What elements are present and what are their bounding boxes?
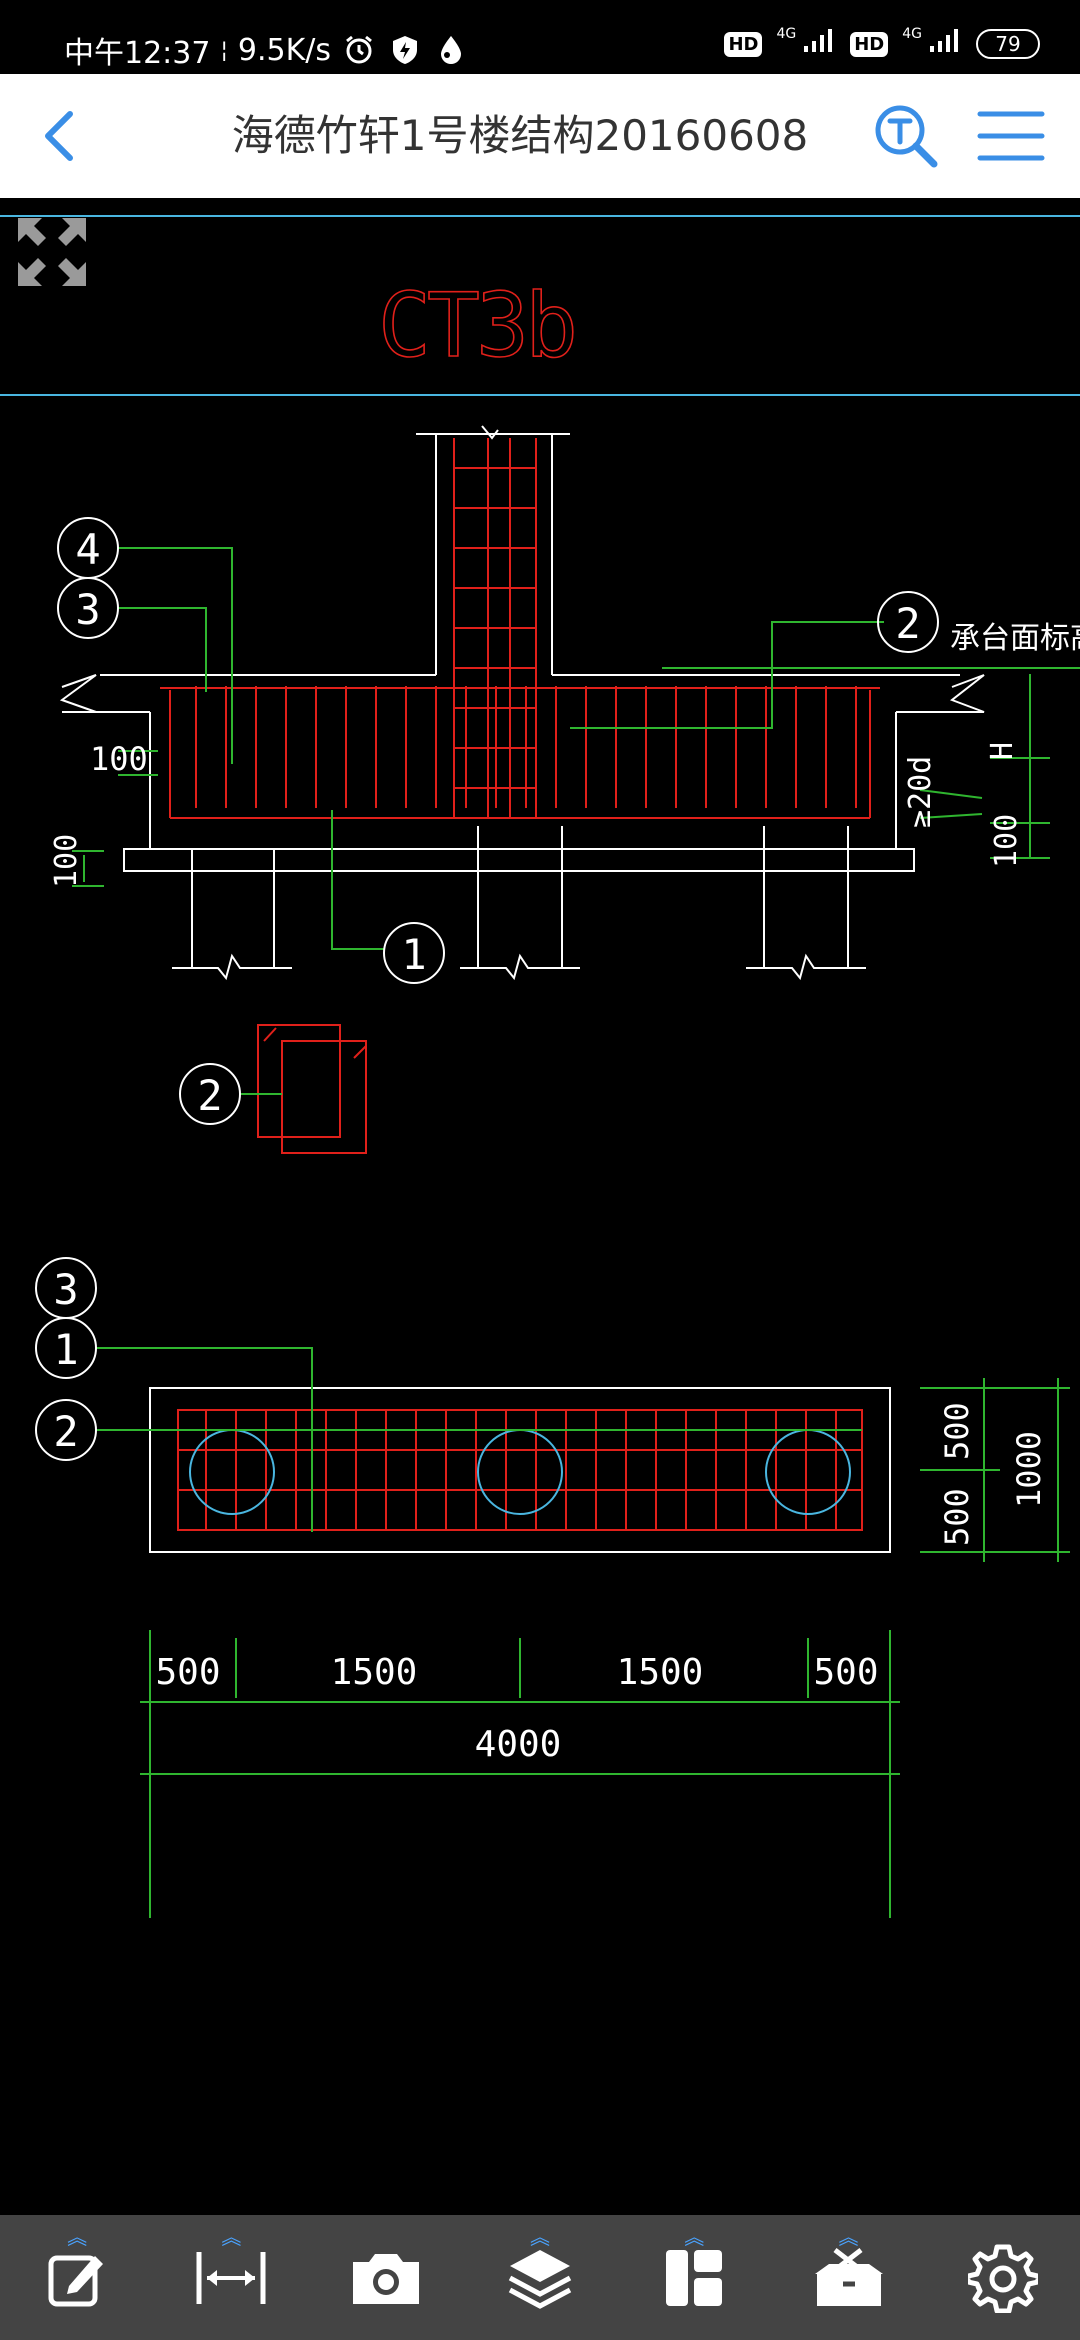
measure-icon <box>196 2251 266 2304</box>
plan-dim-total: 4000 <box>475 1724 562 1765</box>
camera-icon <box>352 2253 419 2304</box>
layers-icon <box>508 2249 572 2309</box>
settings-tool-button[interactable] <box>953 2223 1053 2333</box>
toolbox-icon <box>814 2247 883 2306</box>
callout-3: 3 <box>75 585 100 634</box>
callout-1-section: 1 <box>401 930 426 979</box>
bottom-toolbar: ︽ ︽ ︽ ︽ <box>0 2215 1080 2340</box>
plan-dim-1000: 1000 <box>1010 1431 1048 1508</box>
layout-tool-button[interactable]: ︽ <box>644 2223 744 2333</box>
camera-tool-button[interactable] <box>336 2223 436 2333</box>
status-time: 中午12:37 <box>64 36 211 71</box>
dim-20d: ≥20d <box>903 756 938 828</box>
plan-dim-500-top: 500 <box>938 1402 976 1460</box>
status-separator: ¦ <box>220 37 228 63</box>
signal-icon-2 <box>928 26 962 62</box>
fullscreen-expand-button[interactable] <box>14 214 90 290</box>
page-title: 海德竹轩1号楼结构20160608 <box>231 111 809 160</box>
back-button[interactable] <box>30 104 94 168</box>
menu-button[interactable] <box>976 104 1046 168</box>
callout-2-detail: 2 <box>197 1071 222 1120</box>
cad-drawing[interactable]: CT3b <box>0 198 1080 2215</box>
section-view: 4 3 2 1 承台面标高 100 100 ≥20d H 100 <box>49 425 1080 984</box>
expand-up-icon: ︽ <box>221 2224 242 2249</box>
status-right: HD 4G HD 4G 79 <box>724 26 1040 62</box>
hd-badge-2: HD <box>850 31 889 57</box>
expand-up-icon: ︽ <box>529 2224 550 2249</box>
plan-callout-2: 2 <box>53 1407 78 1456</box>
shield-bolt-icon <box>387 32 423 68</box>
text-search-icon <box>875 105 938 168</box>
callout-2-section: 2 <box>895 599 920 648</box>
plan-dim-500-1: 500 <box>155 1652 220 1693</box>
network-type-1: 4G <box>776 26 797 42</box>
dim-H: H <box>985 742 1020 760</box>
hamburger-menu-icon <box>977 111 1045 161</box>
signal-icon-1 <box>802 26 836 62</box>
battery-indicator: 79 <box>976 29 1040 59</box>
dim-100-left: 100 <box>90 740 148 778</box>
drop-icon <box>433 32 469 68</box>
dim-100-right: 100 <box>989 814 1024 868</box>
drawing-title: CT3b <box>378 274 578 377</box>
plan-callout-3: 3 <box>53 1265 78 1314</box>
callout-4: 4 <box>75 525 100 574</box>
status-bar: 中午12:37 ¦ 9.5K/s HD 4G HD 4G 79 <box>0 0 1080 74</box>
drawing-canvas[interactable]: CT3b <box>0 198 1080 2215</box>
plan-dim-1500-1: 1500 <box>331 1652 418 1693</box>
plan-dim-1500-2: 1500 <box>617 1652 704 1693</box>
expand-up-icon: ︽ <box>684 2224 705 2249</box>
plan-view: 3 1 2 500 500 1000 500 1500 1500 500 400… <box>35 1257 1070 1918</box>
toolbox-tool-button[interactable]: ︽ <box>799 2223 899 2333</box>
expand-up-icon: ︽ <box>67 2224 88 2249</box>
layout-icon <box>666 2249 723 2306</box>
cap-level-label: 承台面标高 <box>950 621 1080 656</box>
dim-100-bottom: 100 <box>49 834 84 888</box>
plan-dim-500-2: 500 <box>813 1652 878 1693</box>
text-search-button[interactable] <box>872 102 940 170</box>
status-left: 中午12:37 ¦ 9.5K/s <box>64 28 469 72</box>
status-net-speed: 9.5K/s <box>237 32 332 68</box>
settings-icon <box>967 2244 1038 2313</box>
edit-icon <box>48 2255 104 2306</box>
fullscreen-expand-icon <box>18 218 86 286</box>
hd-badge-1: HD <box>724 31 763 57</box>
alarm-icon <box>341 32 377 68</box>
plan-callout-1: 1 <box>53 1325 78 1374</box>
layers-tool-button[interactable]: ︽ <box>490 2223 590 2333</box>
measure-tool-button[interactable]: ︽ <box>181 2223 281 2333</box>
stirrup-detail: 2 <box>179 1024 367 1154</box>
back-arrow-icon <box>45 111 73 161</box>
network-type-2: 4G <box>902 26 922 42</box>
plan-dim-500-bottom: 500 <box>938 1488 976 1546</box>
annotate-tool-button[interactable]: ︽ <box>27 2223 127 2333</box>
expand-up-icon: ︽ <box>838 2224 859 2249</box>
app-header: 海德竹轩1号楼结构20160608 <box>0 74 1080 198</box>
